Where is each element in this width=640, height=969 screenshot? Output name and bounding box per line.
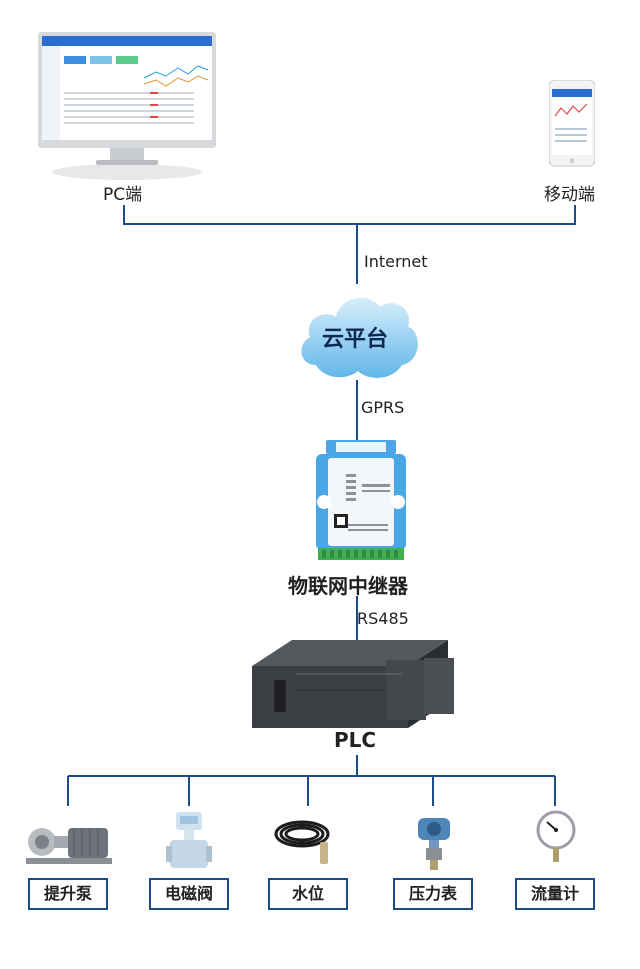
pump-icon	[24, 818, 114, 866]
pressure-transmitter-icon	[414, 812, 454, 872]
device-label-pressure-gauge: 压力表	[393, 878, 473, 910]
rs485-label: RS485	[357, 609, 409, 628]
cloud-icon: 云平台	[296, 283, 422, 383]
plc-device	[252, 636, 462, 730]
cloud-label: 云平台	[322, 327, 389, 352]
pc-monitor	[38, 32, 216, 182]
internet-label: Internet	[364, 252, 428, 271]
relay-label: 物联网中继器	[288, 574, 408, 598]
level-sensor-icon	[272, 812, 342, 866]
gauge-icon	[534, 810, 578, 864]
device-label-solenoid-valve: 电磁阀	[149, 878, 229, 910]
pc-label: PC端	[103, 185, 143, 205]
gprs-label: GPRS	[361, 398, 405, 417]
mobile-phone	[548, 79, 596, 170]
device-label-pump: 提升泵	[28, 878, 108, 910]
plc-label: PLC	[334, 728, 377, 752]
iot-relay-device	[312, 440, 410, 564]
device-label-flowmeter: 流量计	[515, 878, 595, 910]
flowmeter-icon	[166, 810, 212, 872]
mobile-label: 移动端	[544, 185, 595, 205]
top-bus-line	[123, 205, 576, 225]
device-label-water-level: 水位	[268, 878, 348, 910]
